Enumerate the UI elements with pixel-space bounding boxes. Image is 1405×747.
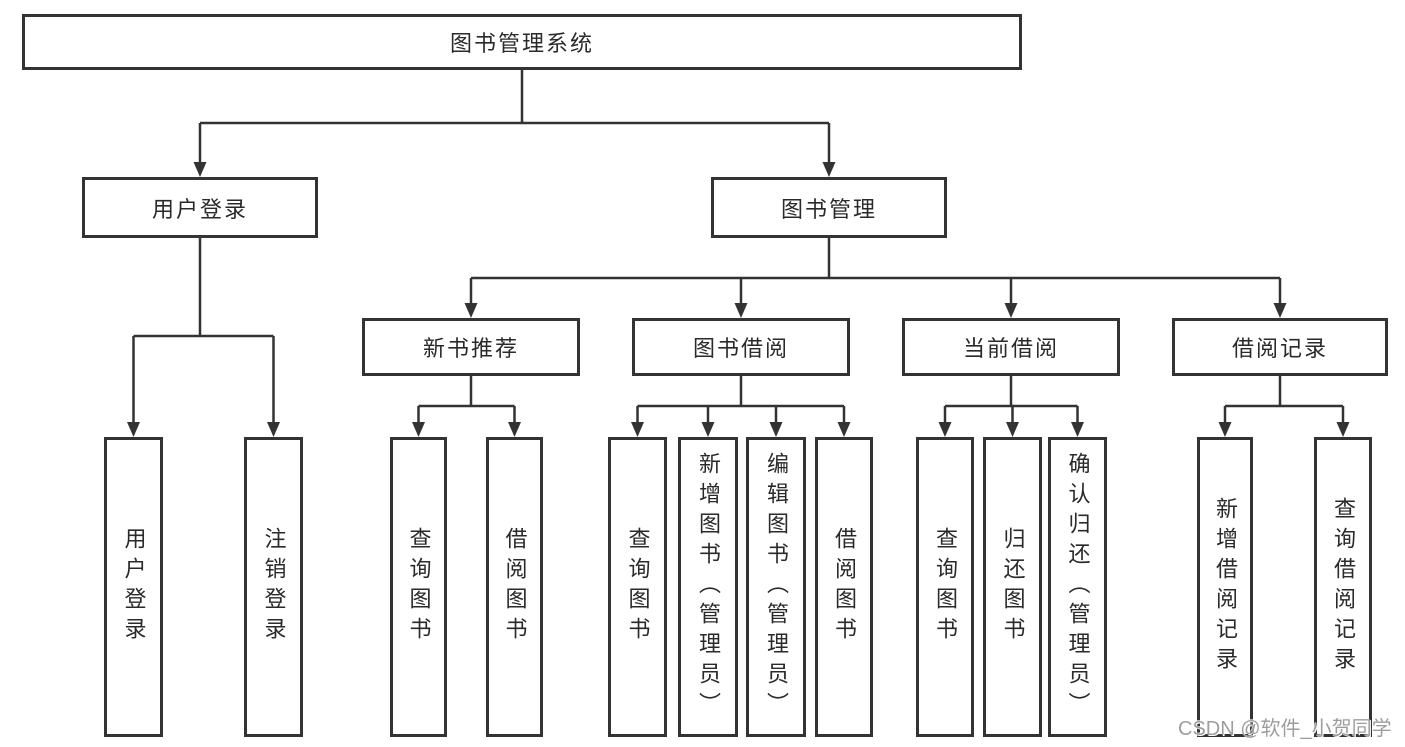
- node-leaf-user-login: 用户登录: [104, 437, 163, 737]
- node-user-login-label: 用户登录: [151, 196, 248, 222]
- arrowhead-icon: [193, 162, 207, 177]
- node-leaf-add-book-admin: 新增图书（管理员）: [678, 437, 738, 737]
- arrowhead-icon: [1273, 303, 1287, 318]
- node-leaf-logout-label: 注销登录: [261, 527, 287, 647]
- arrowhead-icon: [1336, 422, 1350, 437]
- arrowhead-icon: [267, 422, 280, 437]
- node-leaf-confirm-return-admin-label: 确认归还（管理员）: [1065, 452, 1091, 722]
- node-leaf-query-books-borrow: 查询图书: [608, 437, 667, 737]
- arrowhead-icon: [412, 422, 425, 437]
- node-leaf-user-login-label: 用户登录: [121, 527, 147, 647]
- node-current-borrowing: 当前借阅: [902, 318, 1120, 376]
- node-leaf-query-books-recommend: 查询图书: [390, 437, 447, 737]
- arrowhead-icon: [701, 422, 715, 437]
- node-leaf-confirm-return-admin: 确认归还（管理员）: [1048, 437, 1107, 737]
- arrowhead-icon: [508, 422, 521, 437]
- arrowhead-icon: [127, 422, 140, 437]
- arrowhead-icon: [631, 422, 644, 437]
- node-borrowing-records-label: 借阅记录: [1231, 336, 1328, 361]
- node-leaf-query-books-current: 查询图书: [916, 437, 974, 737]
- node-leaf-query-books-current-label: 查询图书: [933, 527, 958, 647]
- node-leaf-borrow-books-recommend: 借阅图书: [486, 437, 543, 737]
- node-leaf-query-borrow-record-label: 查询借阅记录: [1331, 497, 1356, 677]
- node-leaf-add-borrow-record-label: 新增借阅记录: [1213, 497, 1238, 677]
- node-leaf-add-borrow-record: 新增借阅记录: [1197, 437, 1253, 737]
- node-book-borrowing-label: 图书借阅: [692, 336, 789, 361]
- arrowhead-icon: [734, 303, 748, 318]
- node-new-book-recommendation: 新书推荐: [362, 318, 580, 376]
- arrowhead-icon: [1006, 422, 1019, 437]
- node-leaf-borrow-books-borrow-label: 借阅图书: [832, 527, 857, 647]
- node-root: 图书管理系统: [22, 14, 1022, 70]
- node-leaf-query-books-borrow-label: 查询图书: [625, 527, 651, 647]
- node-leaf-return-book: 归还图书: [983, 437, 1042, 737]
- node-leaf-borrow-books-recommend-label: 借阅图书: [502, 527, 528, 647]
- arrowhead-icon: [1218, 422, 1232, 437]
- node-book-borrowing: 图书借阅: [632, 318, 850, 376]
- arrowhead-icon: [1071, 422, 1084, 437]
- arrowhead-icon: [822, 162, 836, 177]
- node-leaf-edit-book-admin-label: 编辑图书（管理员）: [764, 452, 789, 722]
- arrowhead-icon: [769, 422, 783, 437]
- node-leaf-edit-book-admin: 编辑图书（管理员）: [746, 437, 806, 737]
- arrowhead-icon: [1004, 303, 1018, 318]
- arrowhead-icon: [837, 422, 851, 437]
- csdn-watermark: CSDN @软件_小贺同学: [1178, 718, 1392, 740]
- node-leaf-logout: 注销登录: [244, 437, 303, 737]
- node-borrowing-records: 借阅记录: [1172, 318, 1388, 376]
- arrowhead-icon: [464, 303, 478, 318]
- node-leaf-return-book-label: 归还图书: [1000, 527, 1026, 647]
- node-current-borrowing-label: 当前借阅: [962, 336, 1059, 361]
- arrowhead-icon: [938, 422, 952, 437]
- node-book-management: 图书管理: [711, 177, 947, 238]
- node-new-book-recommendation-label: 新书推荐: [422, 336, 519, 361]
- node-book-management-label: 图书管理: [780, 196, 877, 222]
- node-root-label: 图书管理系统: [449, 31, 594, 56]
- node-leaf-borrow-books-borrow: 借阅图书: [815, 437, 873, 737]
- node-leaf-add-book-admin-label: 新增图书（管理员）: [696, 452, 721, 722]
- node-user-login: 用户登录: [82, 177, 318, 238]
- node-leaf-query-borrow-record: 查询借阅记录: [1314, 437, 1372, 737]
- node-leaf-query-books-recommend-label: 查询图书: [406, 527, 432, 647]
